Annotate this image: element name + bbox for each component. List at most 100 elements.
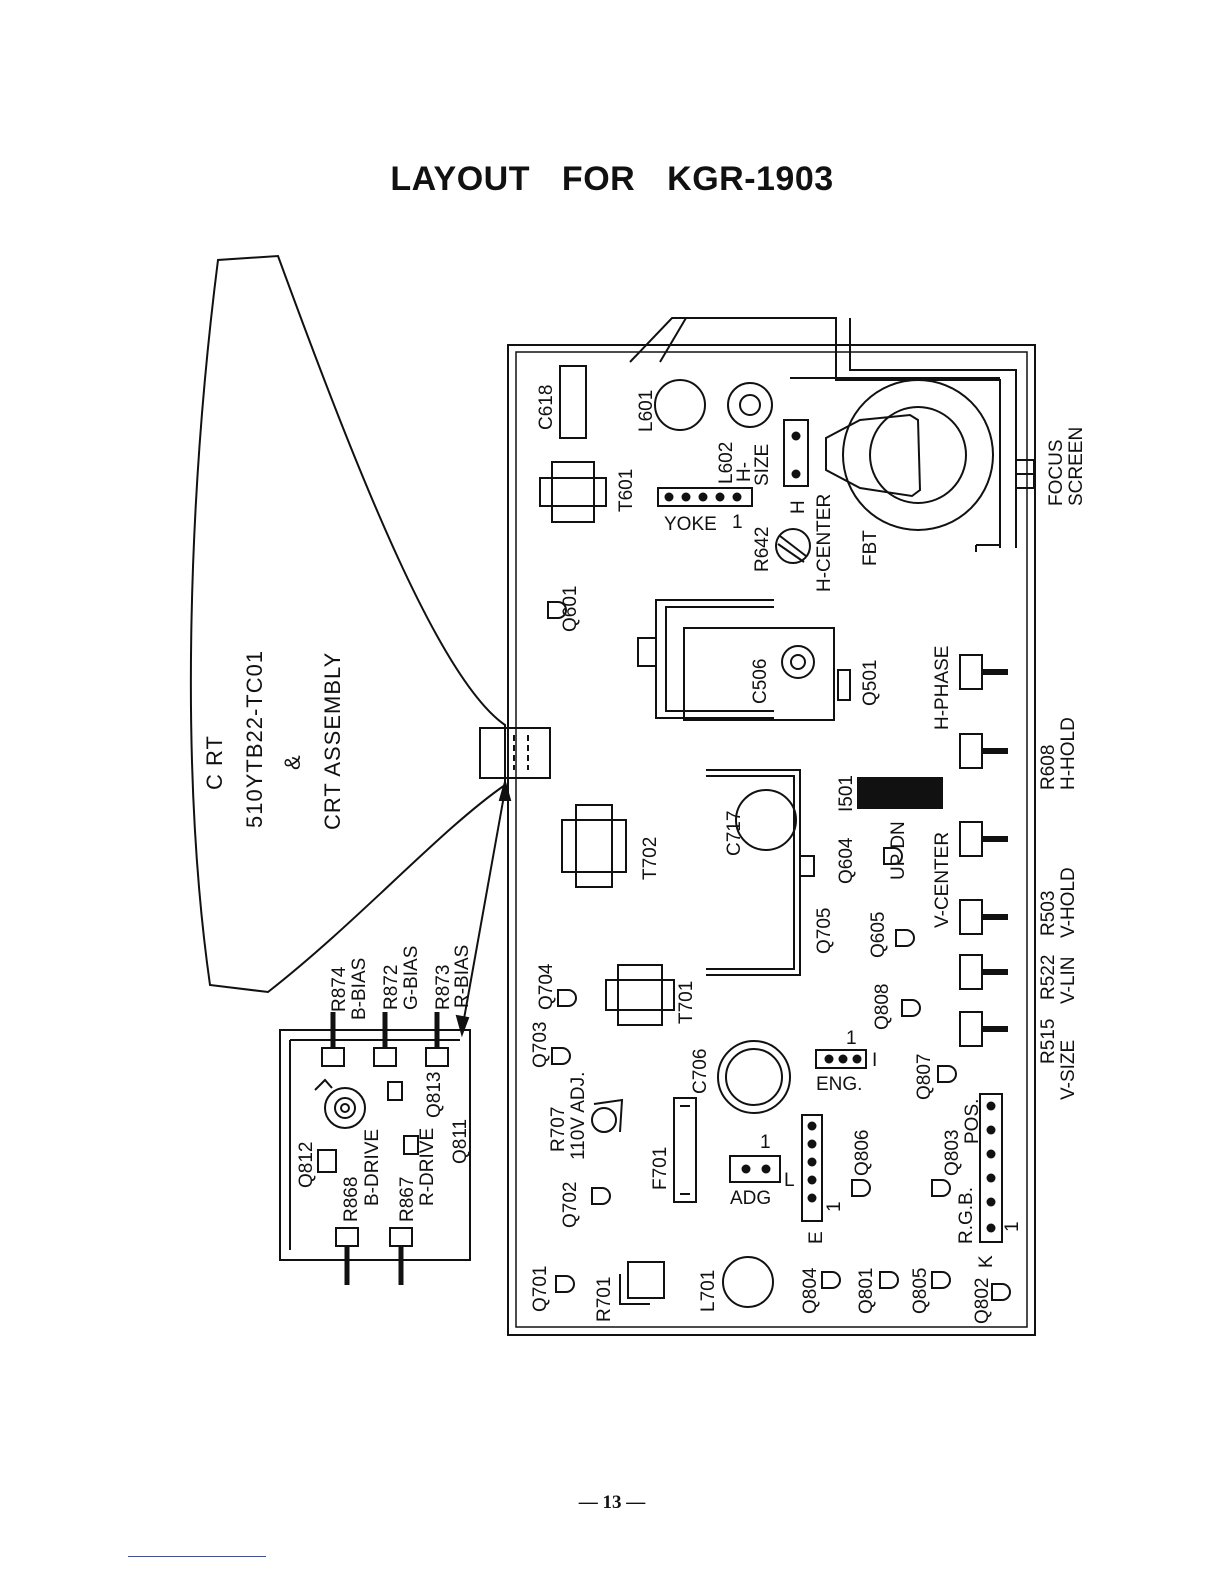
bracket-c717 bbox=[706, 769, 815, 976]
label-r515: R515 bbox=[1038, 1019, 1059, 1064]
label-v-size: V-SIZE bbox=[1058, 1040, 1079, 1100]
label-r-drive: R-DRIVE bbox=[417, 1128, 438, 1206]
q807 bbox=[937, 1065, 957, 1083]
label-110v-adj: 110V ADJ. bbox=[568, 1072, 589, 1160]
label-g-bias: G-BIAS bbox=[401, 946, 422, 1010]
label-focus: FOCUS bbox=[1046, 440, 1067, 507]
label-c618: C618 bbox=[536, 385, 557, 430]
bias-pot-blue bbox=[321, 1012, 345, 1067]
label-q701: Q701 bbox=[530, 1266, 551, 1312]
label-t601: T601 bbox=[616, 469, 637, 512]
l601 bbox=[654, 379, 706, 431]
main-board-outline bbox=[507, 344, 1036, 1336]
t702 bbox=[561, 804, 627, 888]
label-h-phase: H-PHASE bbox=[932, 646, 953, 730]
pot-v-size bbox=[959, 1011, 1008, 1047]
label-screen: SCREEN bbox=[1066, 427, 1087, 506]
bias-pot-red bbox=[425, 1012, 449, 1067]
f701 bbox=[673, 1097, 697, 1203]
label-b-bias: B-BIAS bbox=[349, 958, 370, 1020]
pot-v-hold bbox=[959, 899, 1008, 935]
label-r642: R642 bbox=[752, 527, 773, 572]
label-q705: Q705 bbox=[814, 908, 835, 954]
q605 bbox=[895, 929, 915, 947]
label-rgb: R.G.B. bbox=[956, 1187, 977, 1244]
pot-h-phase bbox=[959, 654, 1008, 690]
crt-outline bbox=[189, 254, 506, 994]
l602 bbox=[727, 382, 773, 428]
label-v-hold: V-HOLD bbox=[1058, 867, 1079, 938]
label-q806: Q806 bbox=[852, 1130, 873, 1176]
h-center-connector bbox=[783, 419, 809, 487]
label-q808: Q808 bbox=[872, 984, 893, 1030]
footer-rule bbox=[128, 1556, 266, 1557]
heatsink-q501 bbox=[637, 599, 851, 721]
drive-pot-blue bbox=[335, 1227, 359, 1285]
q806 bbox=[851, 1179, 871, 1197]
e-connector bbox=[801, 1114, 823, 1222]
label-yoke: YOKE bbox=[664, 514, 717, 535]
label-v-center: V-CENTER bbox=[932, 832, 953, 928]
label-v-lin: V-LIN bbox=[1058, 956, 1079, 1004]
t701 bbox=[605, 964, 675, 1026]
label-q805: Q805 bbox=[910, 1268, 931, 1314]
label-r874: R874 bbox=[329, 966, 350, 1012]
label-eng-i: I bbox=[872, 1050, 877, 1071]
label-r701: R701 bbox=[594, 1277, 615, 1322]
label-r872: R872 bbox=[381, 965, 402, 1010]
r642 bbox=[775, 528, 811, 564]
label-h-size-1: H- bbox=[734, 462, 755, 482]
label-q601: Q601 bbox=[560, 586, 581, 632]
label-h: H bbox=[788, 500, 809, 514]
label-r608: R608 bbox=[1038, 745, 1059, 790]
label-r503: R503 bbox=[1038, 891, 1059, 936]
label-t701: T701 bbox=[676, 981, 697, 1024]
t601 bbox=[539, 461, 607, 523]
yoke-connector bbox=[657, 487, 753, 507]
adg-connector bbox=[729, 1155, 781, 1183]
label-q501: Q501 bbox=[860, 660, 881, 706]
label-h-hold: H-HOLD bbox=[1058, 717, 1079, 790]
label-r867: R867 bbox=[397, 1177, 418, 1222]
label-k: K bbox=[976, 1255, 997, 1268]
label-e-pin: 1 bbox=[824, 1201, 845, 1212]
pot-v-center bbox=[959, 821, 1008, 857]
label-r707: R707 bbox=[548, 1107, 569, 1152]
pot-h-hold bbox=[959, 733, 1008, 769]
crt-socket bbox=[324, 1087, 366, 1129]
page-title: LAYOUT FOR KGR-1903 bbox=[390, 160, 834, 198]
label-q811: Q811 bbox=[450, 1119, 471, 1164]
q701 bbox=[555, 1275, 575, 1293]
label-h-size-2: SIZE bbox=[752, 444, 773, 486]
label-c706: C706 bbox=[690, 1049, 711, 1094]
crt-label-2: 510YTB22-TC01 bbox=[242, 650, 267, 828]
label-q813: Q813 bbox=[424, 1072, 445, 1118]
q803 bbox=[931, 1179, 951, 1197]
l701 bbox=[722, 1256, 774, 1308]
label-h-center: H-CENTER bbox=[814, 494, 835, 592]
label-e: E bbox=[806, 1231, 827, 1244]
label-l602: L602 bbox=[716, 442, 737, 484]
label-q803: Q803 bbox=[942, 1130, 963, 1176]
label-yoke-pin: 1 bbox=[732, 512, 743, 533]
label-q804: Q804 bbox=[800, 1267, 821, 1314]
label-adg: ADG bbox=[730, 1188, 771, 1209]
crt-neck bbox=[479, 727, 551, 779]
label-q807: Q807 bbox=[914, 1054, 935, 1100]
label-q604: Q604 bbox=[836, 837, 857, 884]
q704 bbox=[557, 989, 577, 1007]
crt-board-outline bbox=[279, 1029, 471, 1261]
pot-v-lin bbox=[959, 954, 1008, 990]
bias-pot-green bbox=[373, 1012, 397, 1067]
q804 bbox=[821, 1271, 841, 1289]
label-q704: Q704 bbox=[536, 963, 557, 1010]
crt-label-4: CRT ASSEMBLY bbox=[320, 652, 345, 830]
rgb-pos-connector bbox=[979, 1093, 1003, 1243]
label-q702: Q702 bbox=[560, 1182, 581, 1228]
c618 bbox=[559, 365, 587, 439]
label-adg-l: L bbox=[784, 1170, 795, 1191]
fbt bbox=[825, 379, 1000, 552]
label-f701: F701 bbox=[650, 1147, 671, 1190]
label-fbt: FBT bbox=[860, 530, 881, 566]
